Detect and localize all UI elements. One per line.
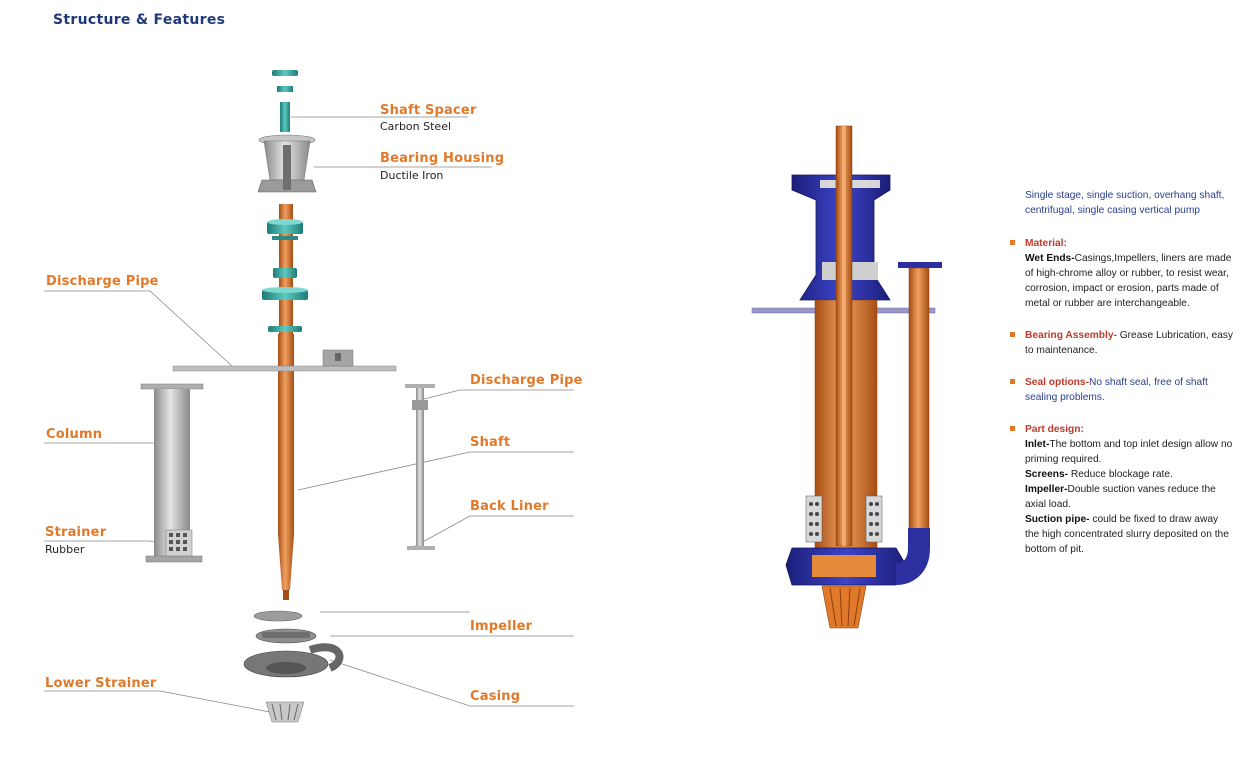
term-suction-pipe: Suction pipe- [1025, 514, 1090, 525]
lower-strainer-part [265, 701, 305, 723]
label-shaft-spacer: Shaft Spacer [380, 103, 477, 118]
mounting-plate [172, 349, 397, 372]
label-impeller: Impeller [470, 619, 533, 634]
text-screens: Reduce blockage rate. [1068, 469, 1173, 480]
leader-lines [44, 116, 574, 713]
label-discharge-pipe-left: Discharge Pipe [46, 274, 159, 289]
bullet-square-icon [1010, 426, 1015, 431]
label-strainer-material: Rubber [45, 543, 85, 556]
bearing-housing-part [257, 134, 317, 193]
part-design-screens: Screens- Reduce blockage rate. [1025, 467, 1235, 482]
label-back-liner: Back Liner [470, 499, 549, 514]
feature-bearing-heading: Bearing Assembly- [1025, 330, 1117, 341]
text-suction-pipe: could be fixed to draw away the high con… [1025, 514, 1229, 555]
bullet-square-icon [1010, 240, 1015, 245]
feature-seal-heading: Seal options- [1025, 377, 1089, 388]
part-design-inlet: Inlet-The bottom and top inlet design al… [1025, 437, 1235, 467]
column-part [140, 383, 204, 563]
shaft-spacer-part [272, 70, 298, 132]
term-impeller: Impeller- [1025, 484, 1068, 495]
feature-bearing-text: Grease Lubrication, easy to maintenance. [1025, 330, 1233, 356]
feature-seal: Seal options-No shaft seal, free of shaf… [1010, 375, 1235, 405]
text-inlet: The bottom and top inlet design allow no… [1025, 439, 1233, 465]
label-casing: Casing [470, 689, 521, 704]
page-title: Structure & Features [53, 12, 226, 28]
strainer-part [165, 529, 193, 557]
part-design-impeller: Impeller-Double suction vanes reduce the… [1025, 482, 1235, 512]
back-liner-part [253, 610, 303, 622]
label-bearing-housing-material: Ductile Iron [380, 169, 444, 182]
bullet-square-icon [1010, 379, 1015, 384]
text-wet-ends: Casings,Impellers, liners are made of hi… [1025, 253, 1232, 309]
features-intro: Single stage, single suction, overhang s… [1025, 190, 1225, 216]
term-inlet: Inlet- [1025, 439, 1050, 450]
label-shaft: Shaft [470, 435, 511, 450]
feature-material-body: Wet Ends-Casings,Impellers, liners are m… [1025, 251, 1235, 311]
feature-bearing: Bearing Assembly- Grease Lubrication, ea… [1010, 328, 1235, 358]
feature-seal-text: No shaft seal, free of shaft sealing pro… [1025, 377, 1208, 403]
impeller-part [255, 628, 317, 644]
term-wet-ends: Wet Ends- [1025, 253, 1075, 264]
label-bearing-housing: Bearing Housing [380, 151, 505, 166]
shaft-part [278, 204, 294, 600]
feature-part-design: Part design: Inlet-The bottom and top in… [1010, 422, 1235, 557]
term-screens: Screens- [1025, 469, 1069, 480]
text-impeller: Double suction vanes reduce the axial lo… [1025, 484, 1216, 510]
discharge-pipe-part [405, 384, 435, 550]
label-lower-strainer: Lower Strainer [45, 676, 157, 691]
feature-material-heading: Material: [1025, 238, 1067, 249]
label-column: Column [46, 427, 103, 442]
assembled-pump-illustration [751, 125, 942, 629]
bullet-square-icon [1010, 332, 1015, 337]
features-panel: Single stage, single suction, overhang s… [1010, 188, 1235, 574]
bearing-rings [262, 219, 308, 332]
casing-part [243, 643, 344, 678]
label-discharge-pipe-right: Discharge Pipe [470, 373, 583, 388]
part-design-suction: Suction pipe- could be fixed to draw awa… [1025, 512, 1235, 557]
label-strainer: Strainer [45, 525, 107, 540]
label-shaft-spacer-material: Carbon Steel [380, 120, 452, 133]
feature-material: Material: Wet Ends-Casings,Impellers, li… [1010, 236, 1235, 311]
feature-part-design-heading: Part design: [1025, 424, 1084, 435]
